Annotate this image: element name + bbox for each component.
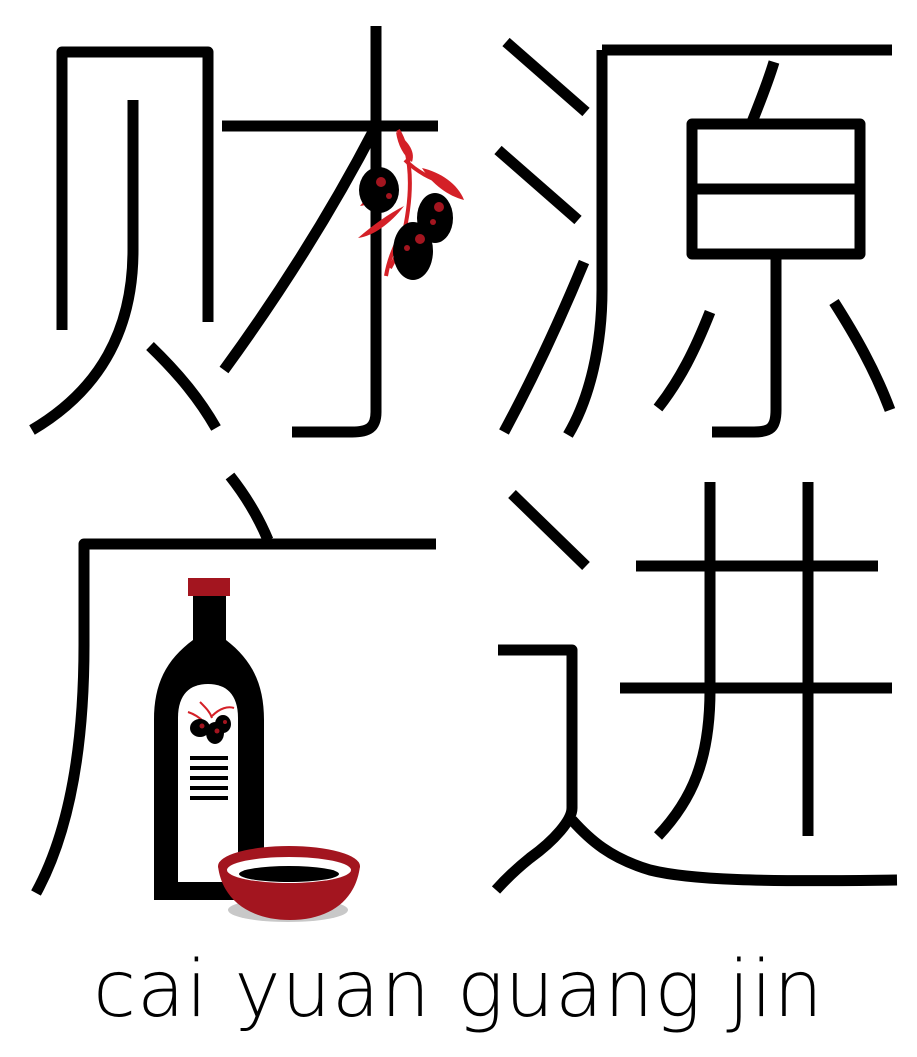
pinyin-caption: cai yuan guang jin [93,945,824,1035]
dipping-bowl-icon [218,846,360,922]
oil-bottle-icon [154,578,264,900]
glyph-cai [29,26,438,438]
glyph-jin [491,482,898,894]
glyph-yuan [494,37,896,438]
glyph-guang [31,472,436,896]
olive-branch-icon [358,128,464,280]
